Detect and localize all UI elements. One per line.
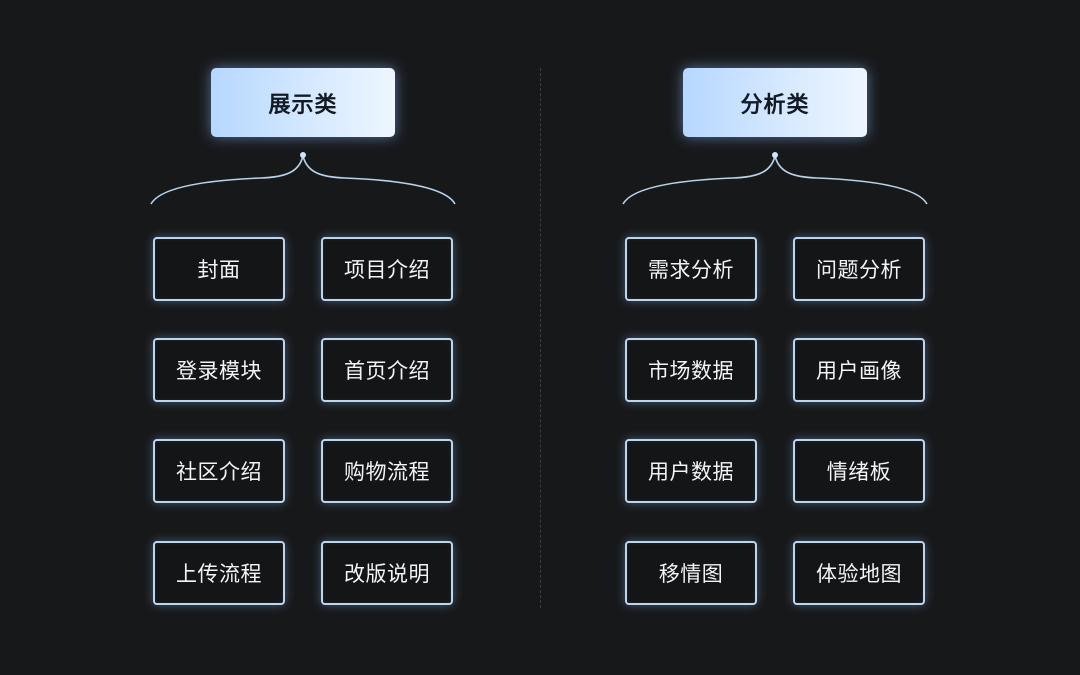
brace-right bbox=[622, 152, 928, 205]
item-shopping-flow: 购物流程 bbox=[321, 439, 453, 503]
item-cover: 封面 bbox=[153, 237, 285, 301]
item-user-data: 用户数据 bbox=[625, 439, 757, 503]
item-mood-board: 情绪板 bbox=[793, 439, 925, 503]
item-problem-analysis: 问题分析 bbox=[793, 237, 925, 301]
item-community-intro: 社区介绍 bbox=[153, 439, 285, 503]
item-login-module: 登录模块 bbox=[153, 338, 285, 402]
item-redesign-notes: 改版说明 bbox=[321, 541, 453, 605]
center-divider bbox=[540, 68, 541, 608]
group-display: 展示类 封面 项目介绍 登录模块 首页介绍 社区介绍 购物流程 上传流程 改版说… bbox=[150, 0, 456, 675]
item-homepage-intro: 首页介绍 bbox=[321, 338, 453, 402]
group-title-analysis: 分析类 bbox=[683, 68, 867, 137]
item-requirement-analysis: 需求分析 bbox=[625, 237, 757, 301]
item-market-data: 市场数据 bbox=[625, 338, 757, 402]
item-experience-map: 体验地图 bbox=[793, 541, 925, 605]
item-upload-flow: 上传流程 bbox=[153, 541, 285, 605]
group-title-display: 展示类 bbox=[211, 68, 395, 137]
brace-left bbox=[150, 152, 456, 205]
group-analysis: 分析类 需求分析 问题分析 市场数据 用户画像 用户数据 情绪板 移情图 体验地… bbox=[622, 0, 928, 675]
item-project-intro: 项目介绍 bbox=[321, 237, 453, 301]
item-empathy-map: 移情图 bbox=[625, 541, 757, 605]
item-user-persona: 用户画像 bbox=[793, 338, 925, 402]
